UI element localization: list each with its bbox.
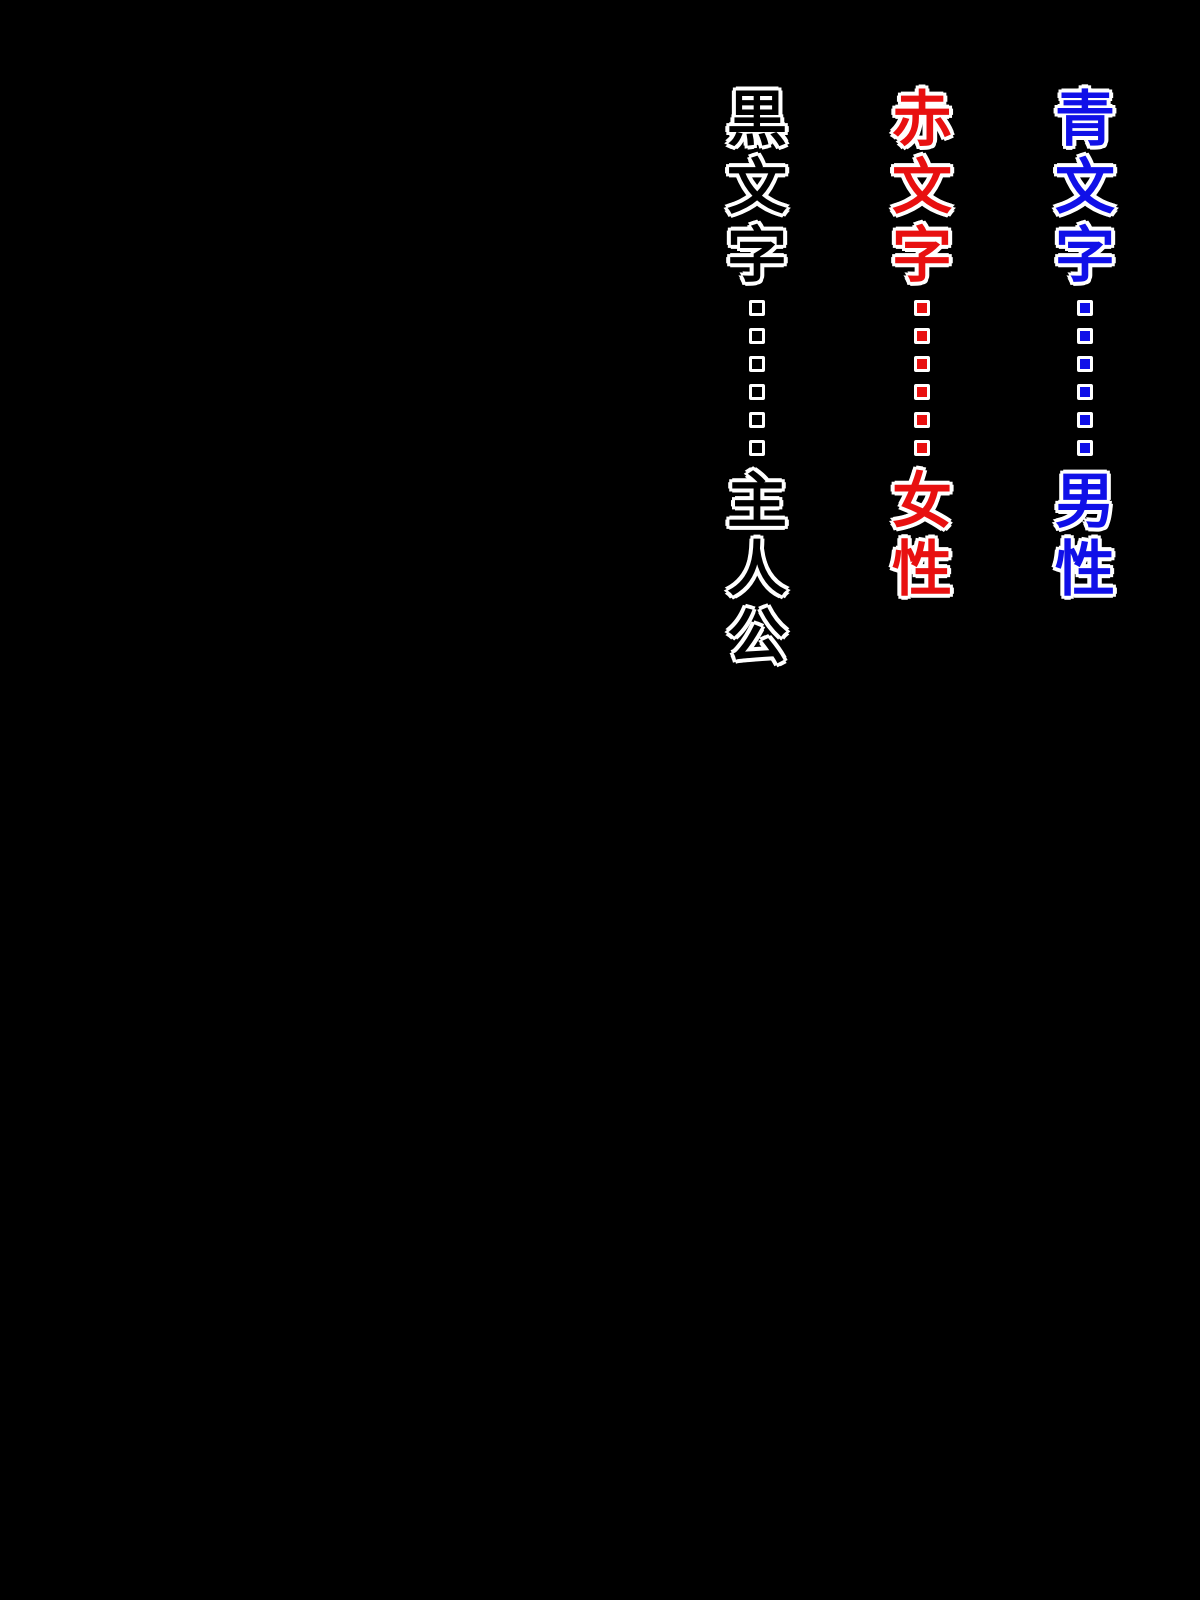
legend-black-text: 黒 文 字 主 人 公 [721,86,793,672]
meaning-char: 人 [727,535,787,605]
leader-dot [914,384,930,400]
leader-dot [1077,384,1093,400]
term-char: 字 [892,221,952,291]
leader-dot [914,440,930,456]
leader-dot [914,412,930,428]
leader-dots [1077,290,1093,468]
leader-dot [749,356,765,372]
leader-dot [1077,440,1093,456]
legend-blue-text: 青 文 字 男 性 [1049,86,1121,604]
leader-dot [914,300,930,316]
leader-dot [749,412,765,428]
leader-dot [1077,328,1093,344]
term-char: 字 [1055,221,1115,291]
leader-dot [1077,356,1093,372]
legend-red-text: 赤 文 字 女 性 [886,86,958,604]
term-char: 字 [727,221,787,291]
term-char: 文 [1055,153,1115,223]
meaning-char: 主 [727,467,787,537]
meaning-char: 性 [1055,535,1115,605]
meaning-char: 男 [1055,467,1115,537]
term-char: 青 [1055,85,1115,155]
leader-dot [749,384,765,400]
meaning-char: 性 [892,535,952,605]
leader-dot [914,328,930,344]
leader-dots [749,290,765,468]
leader-dot [749,300,765,316]
leader-dot [1077,412,1093,428]
leader-dots [914,290,930,468]
leader-dot [749,328,765,344]
leader-dot [749,440,765,456]
meaning-char: 女 [892,467,952,537]
term-char: 黒 [727,85,787,155]
term-char: 文 [727,153,787,223]
term-char: 文 [892,153,952,223]
term-char: 赤 [892,85,952,155]
leader-dot [1077,300,1093,316]
leader-dot [914,356,930,372]
meaning-char: 公 [727,603,787,673]
